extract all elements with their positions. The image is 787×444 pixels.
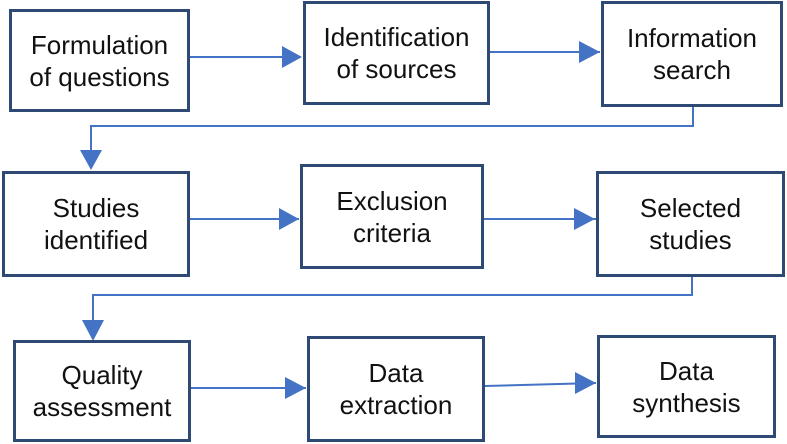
edge-information-search-to-studies-identified (90, 107, 694, 168)
node-label-line: assessment (32, 392, 172, 422)
arrowhead-quality-assessment (82, 320, 104, 341)
node-data-extraction: Data extraction (307, 336, 485, 442)
node-identification-of-sources: Identification of sources (303, 1, 490, 105)
node-label-line: Data (368, 358, 424, 388)
arrowhead-data-extraction (285, 377, 306, 399)
node-label-line: Data (659, 355, 714, 386)
node-label-line: Quality (61, 360, 143, 390)
node-label-line: synthesis (632, 387, 741, 418)
node-label-line: identified (43, 225, 149, 255)
edge-selected-studies-to-quality-assessment (92, 277, 693, 339)
arrowhead-selected-studies (574, 208, 595, 230)
node-label-line: studies (649, 225, 732, 255)
node-label-line: of questions (29, 61, 170, 92)
node-label-line: Studies (52, 193, 140, 223)
node-label-line: Selected (639, 193, 742, 223)
arrowhead-identification (282, 46, 302, 68)
arrowhead-data-synthesis (575, 372, 596, 394)
arrowhead-information-search (579, 41, 600, 63)
node-label-line: Information (626, 23, 758, 53)
node-label-line: of sources (336, 54, 457, 84)
node-formulation-of-questions: Formulation of questions (9, 9, 190, 112)
node-label-line: Formulation (30, 29, 169, 60)
node-quality-assessment: Quality assessment (13, 340, 191, 442)
node-studies-identified: Studies identified (2, 171, 190, 277)
arrowhead-studies-identified (80, 150, 102, 170)
node-exclusion-criteria: Exclusion criteria (300, 164, 484, 269)
node-information-search: Information search (601, 1, 783, 107)
node-selected-studies: Selected studies (596, 171, 785, 277)
node-data-synthesis: Data synthesis (597, 335, 776, 438)
node-label-line: extraction (339, 390, 453, 420)
node-label-line: Identification (323, 22, 470, 52)
node-label-line: search (652, 55, 732, 85)
node-label-line: criteria (352, 217, 431, 248)
node-label-line: Exclusion (336, 185, 448, 216)
arrowhead-exclusion-criteria (279, 208, 299, 230)
